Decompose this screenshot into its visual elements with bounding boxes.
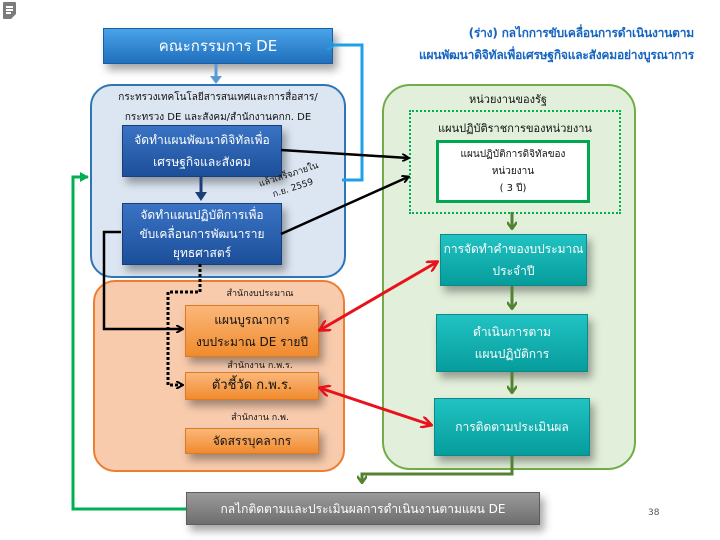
arrow-budget-request-link: [320, 262, 437, 330]
arrow-dotted-to-opdc: [166, 264, 202, 385]
implementation-box: ดำเนินการตาม แผนปฏิบัติการ: [436, 314, 588, 372]
digital-action-plan-line-2: หน่วยงาน: [491, 166, 535, 177]
ministry-heading-line-1: กระทรวงเทคโนโลยีสารสนเทศและการสื่อสาร/: [118, 92, 318, 103]
arrow-digital-plan-to-agency: [280, 148, 408, 158]
title-line-1: (ร่าง) กลไกการขับเคลื่อนการดำเนินงานตาม: [468, 26, 695, 40]
page-number: 38: [648, 508, 660, 518]
arrow-action-plan-to-agency: [280, 177, 408, 236]
monitoring-label: กลไกติดตามและประเมินผลการดำเนินงานตามแผน…: [220, 501, 506, 516]
ministry-heading-line-2: กระทรวง DE และสังคม/สำนักงานคกก. DE: [124, 112, 312, 123]
state-agencies-heading: หน่วยงานของรัฐ: [469, 93, 547, 106]
agency-plan-heading: แผนปฏิบัติราชการของหน่วยงาน: [438, 122, 592, 135]
budget-office-label: สำนักงบประมาณ: [226, 289, 294, 299]
opdc-label: สำนักงาน ก.พ.ร.: [227, 361, 293, 371]
digital-plan-line-2: เศรษฐกิจและสังคม: [153, 155, 251, 169]
budget-request-line-2: ประจำปี: [492, 264, 535, 278]
arrow-monitoring-to-ministry: [71, 172, 186, 511]
digital-plan-box: จัดทำแผนพัฒนาดิจิทัลเพื่อ เศรษฐกิจและสัง…: [122, 125, 282, 177]
budget-request-box: การจัดทำคำของบประมาณ ประจำปี: [440, 234, 587, 286]
notes-icon[interactable]: [3, 2, 16, 19]
digital-plan-line-1: จัดทำแผนพัฒนาดิจิทัลเพื่อ: [134, 133, 270, 147]
action-plan-line-2: ขับเคลื่อนการพัฒนาราย: [139, 226, 265, 241]
staff-allocation-label: จัดสรรบุคลากร: [212, 434, 292, 448]
arrow-action-plan-to-budget: [102, 230, 182, 329]
ocsc-label: สำนักงาน ก.พ.: [231, 413, 289, 423]
implementation-line-1: ดำเนินการตาม: [473, 325, 551, 339]
action-plan-line-3: ยุทธศาสตร์: [172, 245, 232, 260]
arrow-head-action-plan: [195, 192, 207, 201]
evaluation-box: การติดตามประเมินผล: [434, 398, 590, 456]
evaluation-label: การติดตามประเมินผล: [455, 420, 569, 434]
budget-box-line-2: งบประมาณ DE รายปี: [195, 335, 309, 349]
digital-action-plan-line-3: ( 3 ปี): [499, 183, 527, 194]
implementation-line-2: แผนปฏิบัติการ: [474, 347, 550, 361]
arrow-evaluation-to-monitoring: [362, 456, 514, 482]
action-plan-box: จัดทำแผนปฏิบัติการเพื่อ ขับเคลื่อนการพัฒ…: [122, 203, 282, 265]
arrow-feedback-to-committee: [334, 45, 364, 182]
ministry-heading: กระทรวงเทคโนโลยีสารสนเทศและการสื่อสาร/ ก…: [92, 88, 344, 128]
arrow-evaluation-link: [320, 388, 431, 425]
committee-label: คณะกรรมการ DE: [158, 37, 278, 55]
budget-request-line-1: การจัดทำคำของบประมาณ: [443, 242, 584, 256]
staff-allocation-box: จัดสรรบุคลากร: [185, 428, 319, 454]
digital-action-plan-line-1: แผนปฏิบัติการดิจิทัลของ: [460, 149, 566, 160]
opdc-indicator-box: ตัวชี้วัด ก.พ.ร.: [185, 372, 319, 400]
title-line-2: แผนพัฒนาดิจิทัลเพื่อเศรษฐกิจและสังคมอย่า…: [418, 48, 694, 62]
monitoring-mechanism-box: กลไกติดตามและประเมินผลการดำเนินงานตามแผน…: [186, 492, 540, 525]
digital-action-plan-box: แผนปฏิบัติการดิจิทัลของ หน่วยงาน ( 3 ปี): [436, 140, 590, 203]
arrow-head-committee: [210, 76, 222, 84]
opdc-indicator-label: ตัวชี้วัด ก.พ.ร.: [211, 378, 293, 393]
diagram-title: (ร่าง) กลไกการขับเคลื่อนการดำเนินงานตาม …: [354, 22, 694, 66]
action-plan-line-1: จัดทำแผนปฏิบัติการเพื่อ: [140, 207, 264, 222]
budget-box-line-1: แผนบูรณาการ: [214, 313, 290, 327]
